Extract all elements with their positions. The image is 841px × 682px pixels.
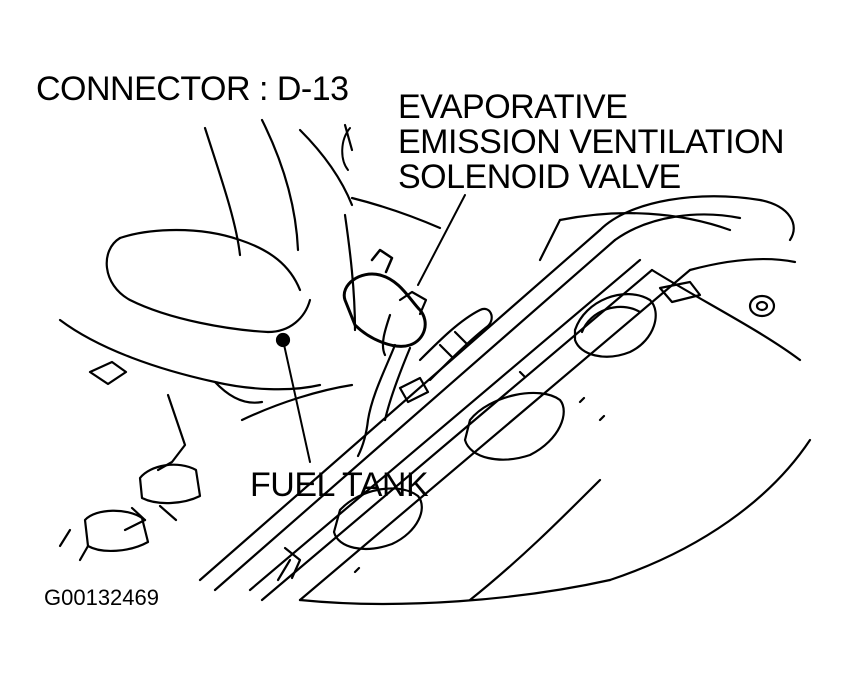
solenoid-valve <box>344 250 491 456</box>
fuel-tank-label: FUEL TANK <box>250 466 429 504</box>
frame-rail <box>200 196 810 604</box>
rail-cutouts <box>278 282 774 580</box>
leader-lines <box>283 125 465 462</box>
mounting-brackets <box>60 362 200 560</box>
figure-code: G00132469 <box>44 585 159 610</box>
solenoid-valve-label-line-1: EVAPORATIVE <box>398 88 628 126</box>
solenoid-valve-label-line-3: SOLENOID VALVE <box>398 158 681 196</box>
solenoid-valve-label: EVAPORATIVE EMISSION VENTILATION SOLENOI… <box>398 88 785 196</box>
solenoid-valve-label-line-2: EMISSION VENTILATION <box>398 123 785 161</box>
connector-label: CONNECTOR : D-13 <box>36 70 349 108</box>
